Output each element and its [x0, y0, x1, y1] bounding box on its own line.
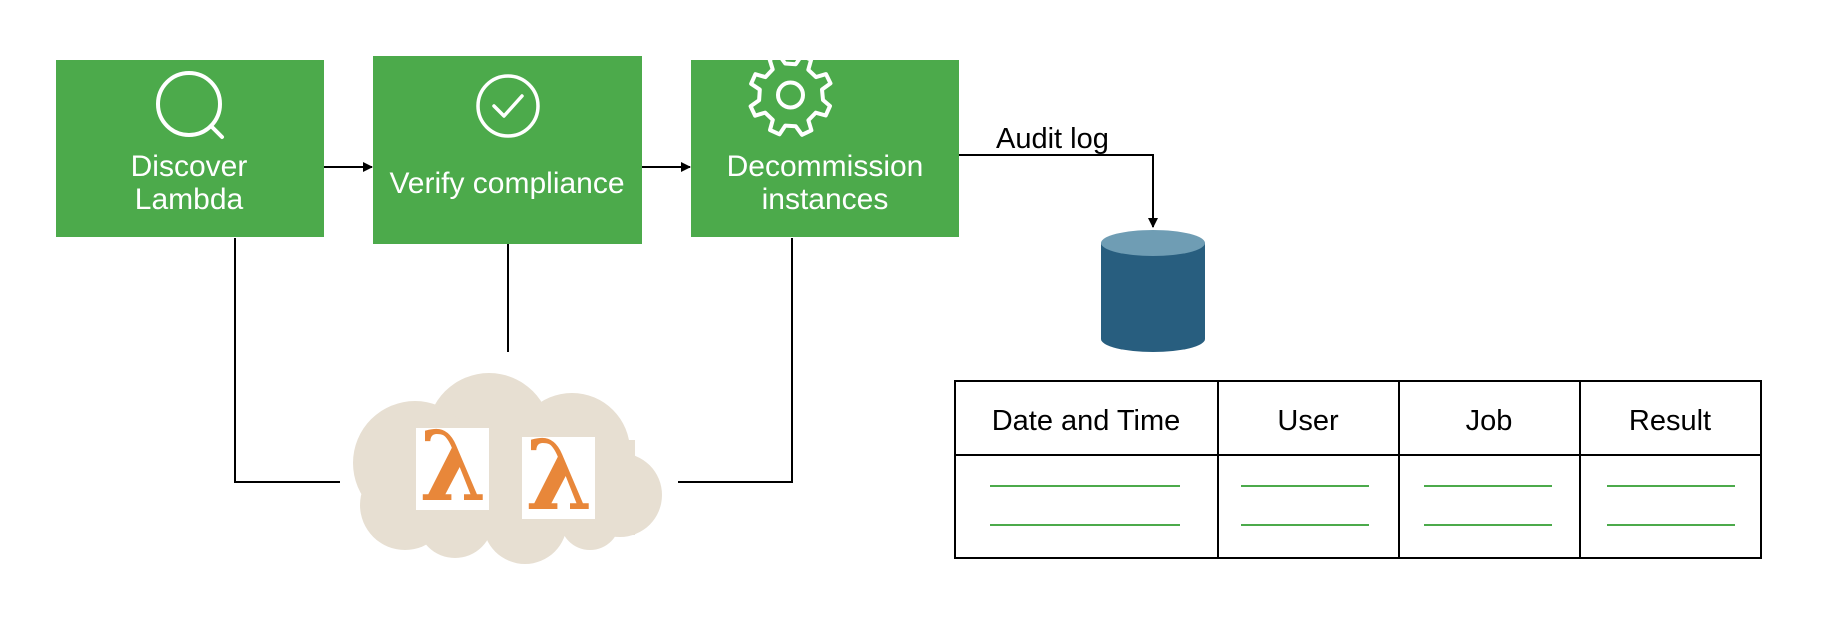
lambda-function-1: λ: [416, 410, 489, 523]
step-label-line: Decommission: [727, 150, 924, 183]
search-icon: [156, 71, 224, 139]
lambda-icon: λ: [419, 410, 486, 523]
gear-icon: [748, 53, 833, 137]
cloud-icon: [353, 373, 662, 564]
table-header-result: Result: [1629, 405, 1711, 437]
audit-log-table: [954, 380, 1762, 559]
connector-decommission-to-cloud: [678, 238, 793, 483]
step-label-line: Discover: [131, 150, 248, 183]
step-label-line: Verify compliance: [389, 167, 624, 200]
database-icon: [1101, 230, 1205, 352]
connector-discover-to-cloud: [234, 238, 340, 483]
lambda-function-2: λ: [522, 419, 595, 532]
table-header-job: Job: [1466, 405, 1513, 437]
step-label-line: instances: [762, 183, 889, 216]
step-label-line: Lambda: [135, 183, 244, 216]
step-discover-lambda: Discover Lambda: [56, 60, 324, 237]
step-verify-compliance: Verify compliance: [373, 56, 642, 244]
audit-log-label: Audit log: [996, 123, 1109, 155]
arrow-decommission-to-database: [958, 154, 1158, 228]
table-header-user: User: [1277, 405, 1339, 437]
table-header-date-time: Date and Time: [992, 405, 1181, 437]
lambda-icon: λ: [525, 419, 592, 532]
step-decommission-instances: Decommission instances: [691, 53, 959, 237]
check-circle-icon: [476, 74, 540, 138]
